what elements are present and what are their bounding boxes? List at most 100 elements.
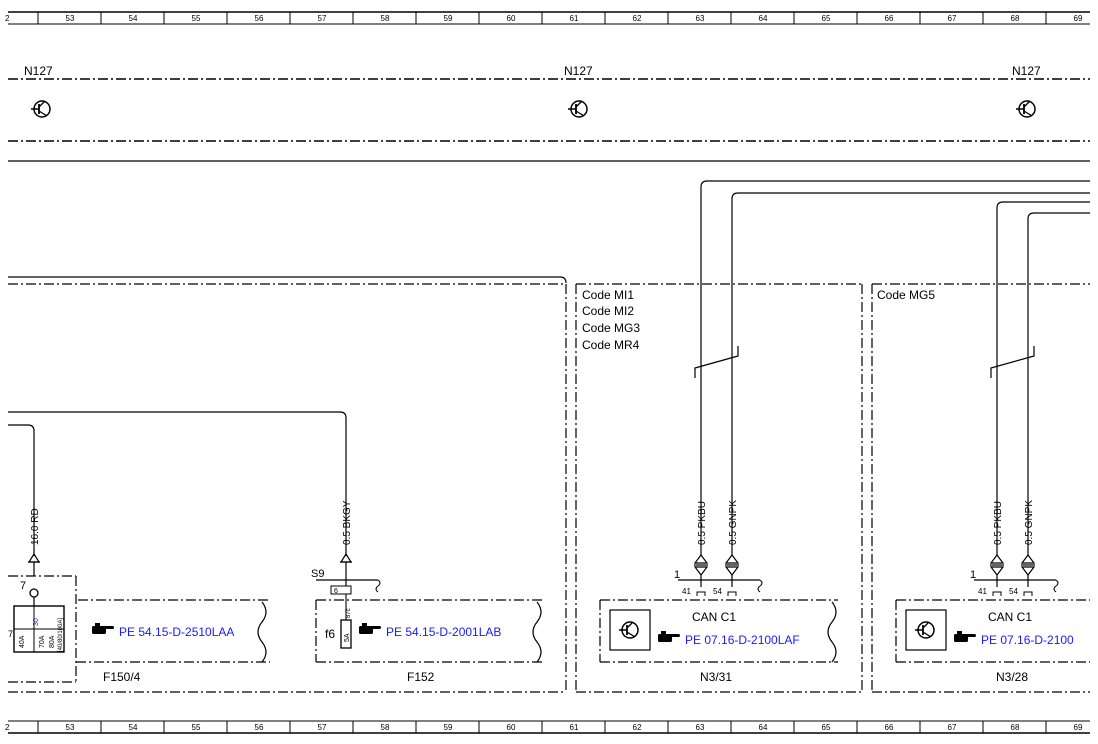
- splice-label: S9: [311, 568, 324, 580]
- pin-number: 7: [20, 580, 26, 592]
- wire-16-rd: 16.0 RD: [8, 424, 41, 576]
- ruler-number: 54: [129, 723, 138, 732]
- wire-label: 0.5 GNPK: [1024, 500, 1035, 545]
- control-unit-icon: [31, 100, 51, 118]
- pin-number: 41: [682, 587, 691, 596]
- ruler-number: 53: [66, 723, 75, 732]
- ruler-number: 67: [948, 723, 957, 732]
- wire-label: 0.5 BKGY: [342, 500, 353, 545]
- ruler-number: 57: [318, 723, 327, 732]
- code-label: Code MG3: [582, 321, 640, 335]
- n331-control-unit: CAN C1 PE 07.16-D-2100LAF: [599, 599, 838, 663]
- pin-number: 6: [334, 588, 338, 595]
- terminal-30: 30: [33, 618, 40, 626]
- ruler-number: 63: [696, 723, 705, 732]
- ruler-number: 66: [885, 723, 894, 732]
- ruler-number: 64: [759, 723, 768, 732]
- ruler-number: 60: [507, 723, 516, 732]
- pointing-hand-icon: [359, 623, 381, 634]
- fuse-rating: 5A: [344, 633, 351, 642]
- pointing-hand-icon: [92, 623, 114, 634]
- ruler-number: 53: [66, 14, 75, 23]
- pin-number: 41: [978, 587, 987, 596]
- ruler-number: 59: [444, 14, 453, 23]
- ruler-number: 55: [192, 14, 201, 23]
- ruler-number: 58: [381, 14, 390, 23]
- ruler-number: 66: [885, 14, 894, 23]
- control-unit-icon: [1016, 100, 1036, 118]
- ruler-number: 59: [444, 723, 453, 732]
- ruler-number: 69: [1074, 723, 1083, 732]
- code-label: Code MI2: [582, 304, 634, 318]
- bottom-ruler: 2 53 54 55 56 57 58 59 60 61 62 63 64 65…: [5, 720, 1090, 734]
- fuse-variants: [40/80/100A]: [58, 618, 64, 652]
- ruler-number: 68: [1011, 14, 1020, 23]
- f152-fuse-block: S9 6 f6 5A 87c PE 54.15-D-2001LAB: [311, 568, 545, 663]
- code-label: Code MR4: [582, 338, 640, 352]
- ruler-number: 65: [822, 723, 831, 732]
- n328-group-boundary: Code MG5: [871, 283, 1090, 693]
- pointing-hand-icon: [954, 631, 976, 642]
- component-label-f150: F150/4: [103, 670, 141, 684]
- ruler-number: 61: [570, 14, 579, 23]
- ruler-number: 57: [318, 14, 327, 23]
- component-label-n328: N3/28: [996, 670, 1028, 684]
- n127-band: N127 N127 N127: [8, 64, 1090, 142]
- control-unit-icon: [568, 100, 588, 118]
- ruler-number: 68: [1011, 723, 1020, 732]
- fuse-group-boundary: [8, 276, 567, 693]
- n127-label: N127: [24, 64, 53, 78]
- control-unit-icon: [619, 621, 639, 639]
- code-label: Code MI1: [582, 288, 634, 302]
- ref-link[interactable]: PE 54.15-D-2510LAA: [119, 625, 234, 639]
- pin-number: 1: [674, 569, 680, 581]
- ruler-number: 62: [633, 14, 642, 23]
- terminal-87c: 87c: [346, 608, 352, 618]
- fuse-rating: 70A: [39, 635, 46, 648]
- ruler-number: 69: [1074, 14, 1083, 23]
- ruler-number: 65: [822, 14, 831, 23]
- ruler-number: 58: [381, 723, 390, 732]
- ruler-number: 55: [192, 723, 201, 732]
- pin-number: 1: [970, 569, 976, 581]
- ruler-number: 2: [5, 14, 10, 23]
- component-label-f152: F152: [407, 670, 435, 684]
- wire-label: 0.5 PKBU: [993, 501, 1004, 545]
- ref-link[interactable]: PE 54.15-D-2001LAB: [386, 625, 501, 639]
- can-label: CAN C1: [988, 610, 1032, 624]
- pin-number: 54: [713, 587, 722, 596]
- wire-label: 0.5 PKBU: [697, 501, 708, 545]
- ruler-number: 2: [5, 723, 10, 732]
- wire-label: 0.5 GNPK: [728, 500, 739, 545]
- ruler-number: 64: [759, 14, 768, 23]
- component-label-n331: N3/31: [700, 670, 732, 684]
- fuse-rating: 80A: [49, 635, 56, 648]
- ruler-number: 54: [129, 14, 138, 23]
- control-unit-icon: [915, 621, 935, 639]
- n127-label: N127: [564, 64, 593, 78]
- can-wires-n328: 0.5 PKBU 0.5 GNPK 1 41 54: [970, 201, 1090, 596]
- ref-f150[interactable]: PE 54.15-D-2510LAA: [76, 599, 270, 663]
- ref-link[interactable]: PE 07.16-D-2100LAF: [685, 633, 800, 647]
- can-label: CAN C1: [692, 610, 736, 624]
- wire-05-bkgy: 0.5 BKGY: [8, 411, 353, 586]
- top-ruler: 2 53 54 55 56 57 58 59 60 61 62 63 64 65…: [5, 11, 1090, 25]
- ruler-number: 60: [507, 14, 516, 23]
- pointing-hand-icon: [658, 631, 680, 642]
- ruler-number: 67: [948, 14, 957, 23]
- code-label: Code MG5: [877, 288, 935, 302]
- n328-control-unit: CAN C1 PE 07.16-D-2100: [895, 599, 1090, 663]
- ref-link[interactable]: PE 07.16-D-2100: [981, 633, 1074, 647]
- ruler-number: 62: [633, 723, 642, 732]
- pin-number: 54: [1009, 587, 1018, 596]
- f150-fuse-block: 7 7 30 40A 70A 80A [40/80/100A]: [8, 575, 77, 683]
- n127-label: N127: [1012, 64, 1041, 78]
- pin-number: 7: [8, 629, 13, 639]
- ruler-number: 61: [570, 723, 579, 732]
- can-wires-n331: 0.5 PKBU 0.5 GNPK 1 41 54: [674, 180, 1090, 596]
- ruler-number: 56: [255, 723, 264, 732]
- ruler-number: 56: [255, 14, 264, 23]
- n331-group-boundary: Code MI1 Code MI2 Code MG3 Code MR4: [575, 283, 863, 693]
- ruler-number: 63: [696, 14, 705, 23]
